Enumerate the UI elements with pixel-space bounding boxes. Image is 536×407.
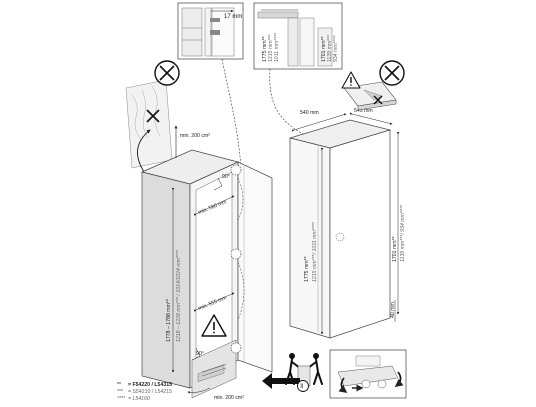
prohibited-icon [379,60,405,86]
bottom-detail-box [329,349,407,399]
top-right-dim-b-main: 1701 mm** [321,36,327,62]
legend-text-3: = L54160 [128,396,150,402]
appliance-height-right-sub: 1139 mm***/ 934 mm**** [400,204,406,262]
legend-mark-2: *** [117,389,123,395]
appliance-bottom-gap: 40 mm [390,302,396,318]
top-detail-right: 1775 mm** 1215 mm*** 1011 mm**** 1701 mm… [253,2,343,70]
top-right-dim-b-sub1: 1139 mm*** [327,35,333,62]
warning-icon [201,314,227,337]
tilt-warning-detail [341,71,397,111]
appliance-depth-label: 545 mm [354,108,373,114]
niche-height-main: 1778 – 1788 mm** [166,299,172,342]
angle-bottom-label: 90° [196,351,204,357]
ventilation-bottom: min. 200 cm² [214,395,244,401]
appliance-height-right-main: 1701 mm** [392,236,398,262]
top-right-dim-a-main: 1775 mm** [262,36,268,62]
top-right-dim-a-sub2: 1011 mm**** [274,33,280,62]
appliance-height-left-main: 1775 mm** [304,256,310,282]
cabinet-niche [140,149,240,399]
open-door [237,161,273,373]
prohibited-icon [154,60,180,86]
direction-arrow-icon [262,373,300,389]
top-right-dim-a-sub1: 1215 mm*** [268,34,274,62]
legend-text-2: = S54210 / L54215 [128,389,172,395]
legend-mark-3: **** [117,396,126,402]
niche-height-sub: 1218 – 1228 mm*** / 1014/1024 mm**** [176,249,182,342]
top-left-dim-label: 17 mm [224,14,242,20]
legend-text-1: = F54220 / L54315 [128,382,172,388]
top-detail-left: 17 mm [177,2,244,60]
appliance-body [288,119,392,339]
ventilation-top: min. 200 cm² [180,133,210,139]
appliance-width-label: 540 mm [300,110,319,116]
legend: ** = F54220 / L54315 *** = S54210 / L542… [117,382,172,402]
angle-top-label: 90° [222,174,230,180]
step-badge [297,380,309,392]
step-badge-label: II [300,384,304,390]
legend-mark-1: ** [117,382,121,388]
top-right-dim-b-sub2: 934 mm**** [333,35,339,62]
appliance-height-left-sub: 1215 mm***/ 1011 mm**** [312,221,318,282]
hinge-callout [230,164,245,354]
